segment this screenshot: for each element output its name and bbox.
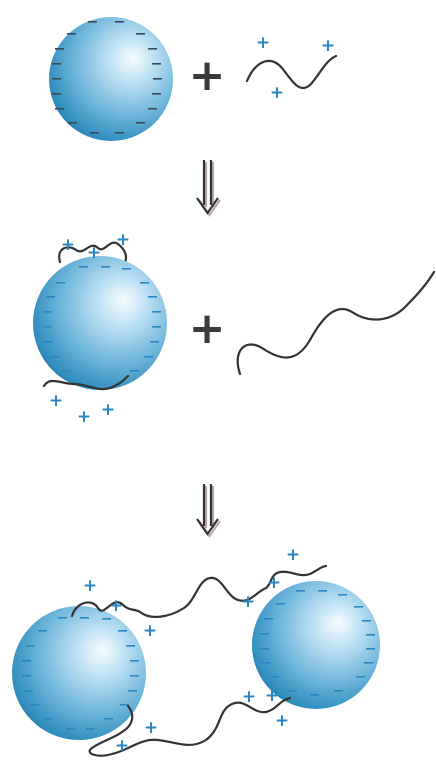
positive-charge: +	[241, 592, 255, 612]
positive-charge: +	[77, 407, 91, 427]
row-1-reactants: + + + +	[49, 17, 336, 141]
positive-charge: +	[256, 33, 270, 53]
row-3-bridging: + + + + + + + + + + +	[12, 545, 380, 756]
positive-charge: +	[116, 230, 130, 250]
polymer-chain-free	[238, 272, 434, 374]
positive-charge: +	[49, 391, 63, 411]
double-down-arrow-2	[197, 484, 220, 536]
positive-charge: +	[267, 573, 281, 593]
plus-operator-2: +	[189, 303, 226, 354]
positive-charge: +	[87, 243, 101, 263]
positive-charge: +	[109, 596, 123, 616]
positive-charge: +	[242, 687, 256, 707]
positive-charge: +	[101, 400, 115, 420]
positive-charge: +	[265, 686, 279, 706]
positive-charge: +	[321, 36, 335, 56]
positive-charge: +	[144, 718, 158, 738]
positive-charge: +	[61, 235, 75, 255]
positive-charge: +	[83, 576, 97, 596]
plus-operator-1: +	[189, 50, 226, 101]
polymer-chain-1	[247, 56, 336, 88]
colloid-sphere-3-left	[12, 606, 146, 740]
positive-charge: +	[275, 711, 289, 731]
double-down-arrow-1	[197, 160, 220, 215]
row-2-adsorbed: + + + + + + +	[33, 230, 434, 427]
positive-charge: +	[115, 736, 129, 756]
positive-charge: +	[270, 83, 284, 103]
positive-charge: +	[286, 545, 300, 565]
positive-charge: +	[143, 621, 157, 641]
colloid-sphere-1	[49, 17, 173, 141]
colloid-sphere-2	[33, 256, 167, 390]
